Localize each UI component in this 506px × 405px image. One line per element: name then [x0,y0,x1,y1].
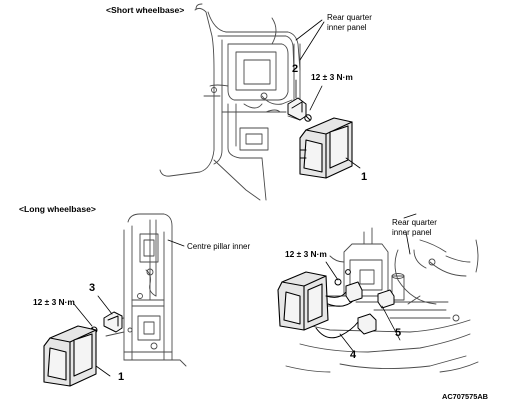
connector-4 [345,281,363,303]
bolt-short [304,114,312,122]
label-rear-quarter-inner-panel-long-line1: Rear quarter [392,218,437,227]
bolt-long-right [334,269,351,286]
bracket-3-long [103,311,123,333]
long-left-leader-lines [73,239,185,377]
figure-code: AC707575AB [442,392,489,401]
torque-label-short: 12 ± 3 N·m [311,72,353,82]
long-right-leader-lines [325,213,417,353]
control-module-long-right [277,271,329,331]
control-module-1-short [299,117,353,179]
label-rear-quarter-inner-panel-short-line1: Rear quarter [327,13,372,22]
part-number-1-long: 1 [118,371,125,383]
control-module-1-long [43,325,97,387]
part-number-4: 4 [350,349,357,361]
torque-label-long-left: 12 ± 3 N·m [33,297,75,307]
section-title-long-wheelbase: <Long wheelbase> [19,204,96,214]
long-wheelbase-pillar-structure [105,213,187,367]
short-wheelbase-body-structure [159,3,301,201]
label-rear-quarter-inner-panel-short-line2: inner panel [327,23,367,32]
short-leader-lines [295,19,361,169]
part-number-3: 3 [89,282,96,294]
section-title-short-wheelbase: <Short wheelbase> [106,5,185,15]
label-rear-quarter-inner-panel-long-line2: inner panel [392,228,432,237]
part-number-5: 5 [395,327,402,339]
part-number-2: 2 [292,63,299,75]
part-number-1-short: 1 [361,171,368,183]
label-centre-pillar-inner: Centre pillar inner [187,242,251,251]
connector-5 [357,289,395,335]
torque-label-long-right: 12 ± 3 N·m [285,249,327,259]
bracket-2-short [287,97,307,121]
